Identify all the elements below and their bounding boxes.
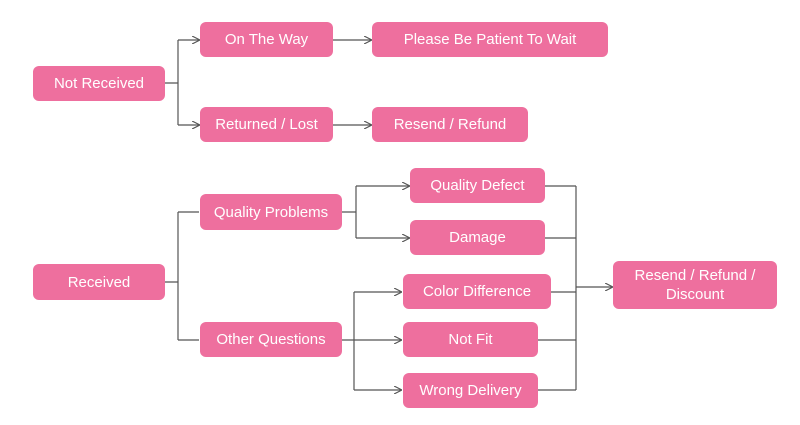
connector-other-split <box>342 292 355 390</box>
connector-received-split <box>165 211 199 341</box>
node-please-be-patient: Please Be Patient To Wait <box>372 22 608 57</box>
node-damage: Damage <box>410 220 545 255</box>
node-other-questions: Other Questions <box>200 322 342 357</box>
connector-merge-stubs <box>538 185 576 391</box>
node-resend-refund-discount: Resend / Refund / Discount <box>613 261 777 309</box>
node-on-the-way: On The Way <box>200 22 333 57</box>
node-not-received: Not Received <box>33 66 165 101</box>
node-wrong-delivery: Wrong Delivery <box>403 373 538 408</box>
node-resend-refund: Resend / Refund <box>372 107 528 142</box>
connector-quality-split <box>342 186 357 238</box>
node-quality-defect: Quality Defect <box>410 168 545 203</box>
node-received: Received <box>33 264 165 300</box>
node-color-difference: Color Difference <box>403 274 551 309</box>
connector-not-received-split <box>165 40 179 125</box>
node-returned-lost: Returned / Lost <box>200 107 333 142</box>
node-not-fit: Not Fit <box>403 322 538 357</box>
node-quality-problems: Quality Problems <box>200 194 342 230</box>
